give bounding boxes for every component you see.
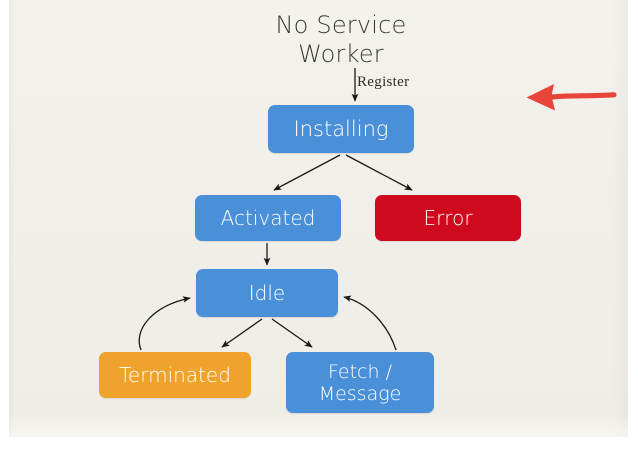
node-activated[interactable]: Activated [195, 195, 341, 241]
node-fetch-message[interactable]: Fetch / Message [286, 352, 434, 413]
node-installing[interactable]: Installing [268, 105, 414, 153]
node-error[interactable]: Error [375, 195, 521, 241]
edge-label-register: Register [357, 74, 410, 90]
page-title: No Service Worker [275, 11, 407, 68]
node-terminated[interactable]: Terminated [99, 352, 251, 398]
node-idle[interactable]: Idle [196, 269, 338, 317]
